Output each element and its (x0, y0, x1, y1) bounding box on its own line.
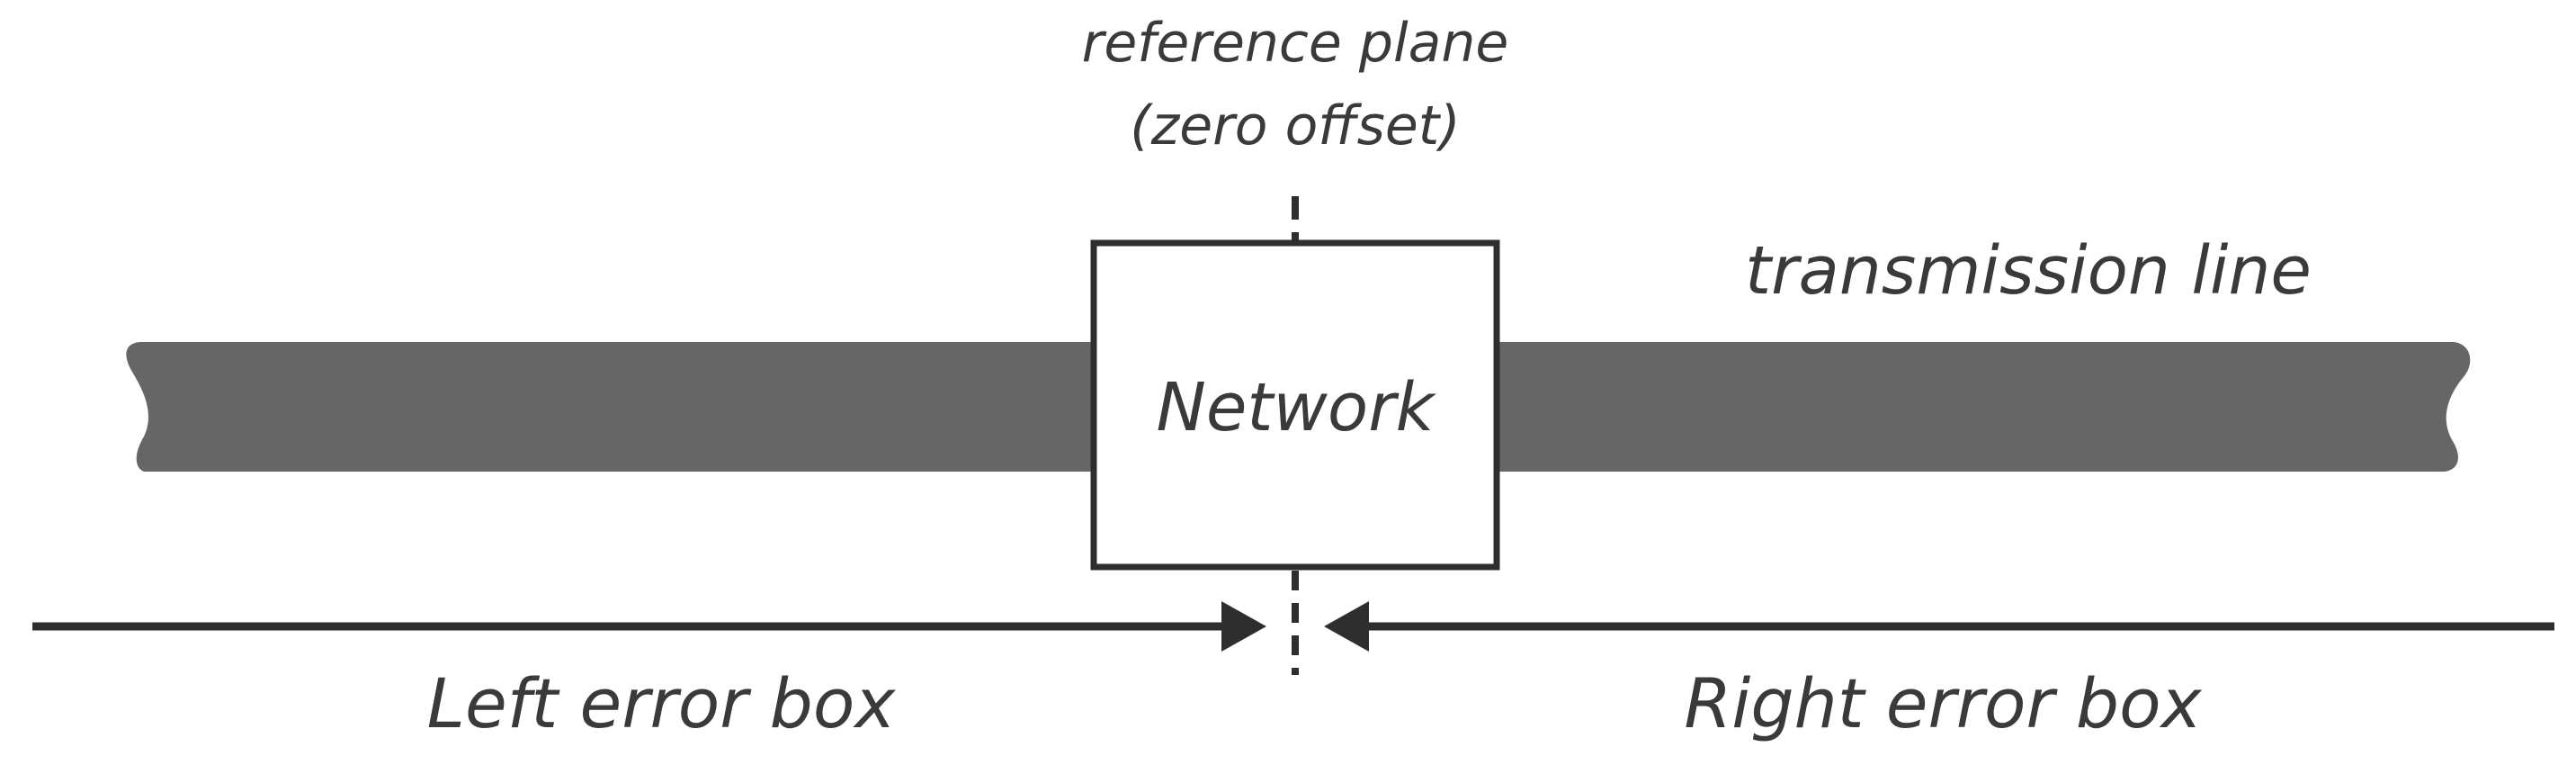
left-error-box-label: Left error box (427, 663, 897, 743)
network-box (1090, 239, 1500, 571)
right-error-box-arrowhead (1324, 601, 1369, 652)
transmission-line-label: transmission line (1745, 232, 2312, 310)
right-error-box-label: Right error box (1684, 663, 2202, 743)
zero-offset-label: (zero offset) (1130, 94, 1460, 158)
network-label: Network (1157, 369, 1437, 446)
left-error-box-arrowhead (1221, 601, 1266, 652)
reference-plane-label: reference plane (1082, 12, 1509, 75)
